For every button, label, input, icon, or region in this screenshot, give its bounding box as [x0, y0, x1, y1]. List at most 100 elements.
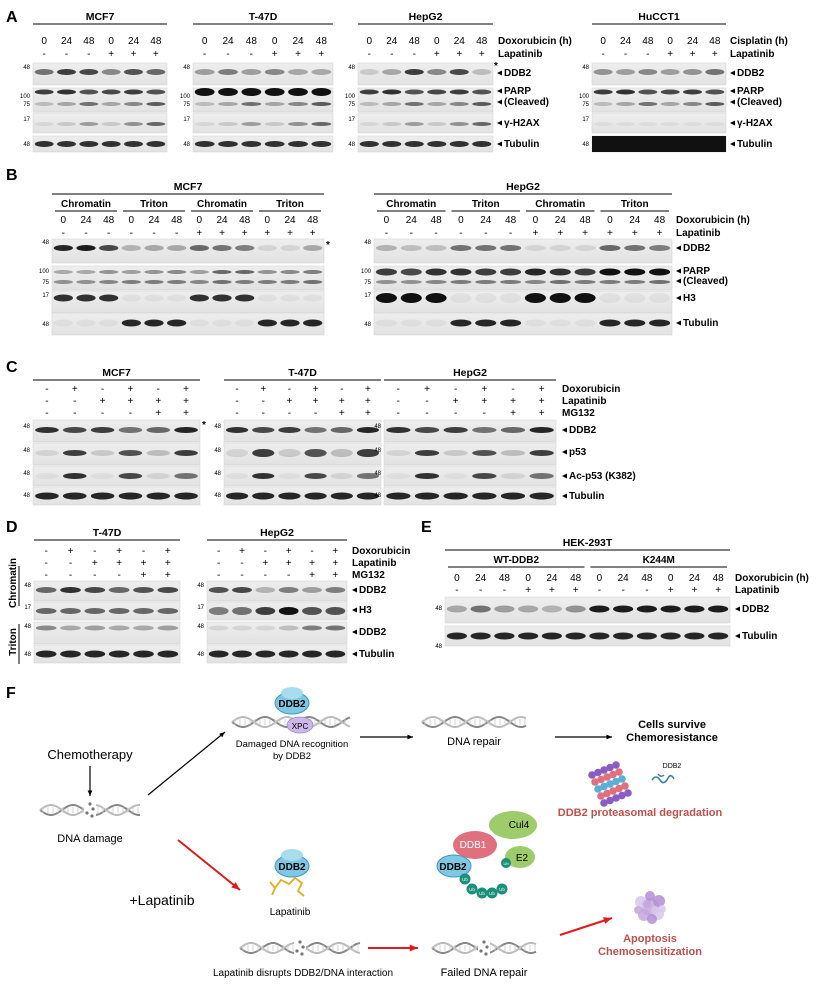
h2ax-strip [192, 112, 334, 134]
mw-marker: 48 [23, 142, 30, 148]
mg132-sign: - [262, 408, 265, 419]
condition-cisplatin: Cisplatin (h) [730, 36, 788, 47]
tubulin-band [330, 492, 353, 500]
tubulin-strip [51, 312, 325, 336]
fraction-label: Triton [621, 199, 649, 210]
h2ax-band [57, 122, 76, 126]
lapatinib-sign: - [509, 228, 512, 239]
time-label: 0 [607, 215, 613, 226]
ubiquitin-icon [501, 858, 511, 868]
cleaved-parp-band [524, 280, 546, 284]
ubiquitin-icon [476, 887, 488, 899]
lapatinib-sign: + [141, 558, 147, 569]
condition-lapatinib: Lapatinib [562, 396, 606, 407]
triton-ddb2-band [60, 625, 81, 631]
triton-ddb2-band [255, 625, 276, 631]
parp-band [683, 89, 702, 95]
condition-doxorubicin: Doxorubicin (h) [676, 215, 750, 226]
doxorubicin-sign: + [332, 546, 338, 557]
condition-doxorubicin: Doxorubicin [352, 546, 410, 557]
h3-band [425, 293, 447, 303]
band-label-tubulin: Tubulin [569, 491, 604, 502]
doxorubicin-sign: - [101, 384, 104, 395]
lapatinib-sign: - [262, 396, 265, 407]
tubulin-band [218, 141, 238, 147]
tubulin-band [636, 632, 657, 640]
band-label-ddb2: DDB2 [737, 68, 765, 79]
tubulin-strip [32, 486, 201, 506]
mw-marker: 48 [24, 624, 31, 630]
ddb2-band [144, 245, 164, 251]
p53-strip [383, 442, 557, 466]
band-pointer-icon [352, 587, 357, 593]
cell-line-label: HepG2 [260, 527, 294, 539]
band-label-h2ax: γ-H2AX [504, 118, 540, 129]
cleaved-parp-band [638, 102, 658, 106]
h2ax-band [79, 122, 99, 126]
ddb2-band [235, 245, 255, 251]
tubulin-band [449, 141, 469, 147]
ddb2-band [683, 69, 702, 75]
lapatinib-sign: + [434, 49, 440, 60]
cleaved-parp-band [288, 102, 308, 106]
p53-band [386, 450, 411, 456]
parp-band [624, 268, 646, 276]
mw-marker: 17 [42, 293, 49, 299]
h3-band [144, 294, 164, 302]
e2-enzyme-icon [505, 846, 535, 868]
lapatinib-label: Lapatinib [270, 907, 311, 918]
tubulin-band [76, 319, 96, 327]
tubulin-band [529, 492, 554, 500]
lapatinib-sign: + [549, 585, 555, 596]
cleaved-parp-band [624, 280, 646, 284]
tubulin-band [386, 492, 411, 500]
p53-band [443, 450, 468, 456]
cleaved-parp-band [425, 280, 447, 284]
tubulin-band [500, 319, 522, 327]
band-pointer-icon [735, 606, 740, 612]
band-pointer-icon [497, 99, 502, 105]
mw-marker: 48 [364, 240, 371, 246]
lapatinib-sign: + [667, 49, 673, 60]
ac-p53-strip [223, 465, 382, 487]
ddb2-band [425, 245, 447, 251]
ddb2-band [660, 605, 681, 613]
parp-band [144, 270, 164, 274]
lapatinib-sign: - [459, 228, 462, 239]
p53-band [225, 449, 249, 457]
ddb2-band [84, 587, 106, 593]
cleaved-parp-band [427, 102, 447, 106]
cleaved-parp-band [574, 280, 596, 284]
condition-lapatinib: Lapatinib [735, 585, 779, 596]
doxorubicin-sign: - [44, 546, 47, 557]
ddb2-band [529, 427, 554, 433]
parp-band [99, 270, 119, 274]
parp-band [101, 89, 121, 95]
p53-band [146, 450, 171, 456]
band-pointer-icon [352, 607, 357, 613]
time-label: 0 [454, 573, 460, 584]
ddb2-band [157, 587, 179, 593]
mg132-sign: + [339, 408, 345, 419]
tubulin-band [400, 319, 422, 327]
tubulin-band [34, 141, 54, 147]
condition-lapatinib: Lapatinib [730, 49, 774, 60]
lapatinib-sign: - [601, 49, 604, 60]
tubulin-band [359, 141, 379, 147]
ddb2-band [470, 605, 491, 613]
lapatinib-sign: - [598, 585, 601, 596]
time-label: 24 [284, 215, 296, 226]
lapatinib-sign: + [92, 558, 98, 569]
fraction-label: Chromatin [197, 199, 247, 210]
h2ax-band [638, 122, 658, 126]
cleaved-parp-band [167, 280, 187, 284]
triton-ddb2-band [133, 625, 154, 631]
cleaved-parp-band [124, 102, 143, 106]
lapatinib-sign: + [242, 228, 248, 239]
plus-lapatinib-label: +Lapatinib [129, 892, 194, 908]
mg132-sign: - [454, 408, 457, 419]
parp-strip [373, 265, 673, 291]
band-pointer-icon [676, 320, 681, 326]
cleaved-parp-band [649, 280, 671, 284]
triton-ddb2-band [84, 625, 106, 631]
